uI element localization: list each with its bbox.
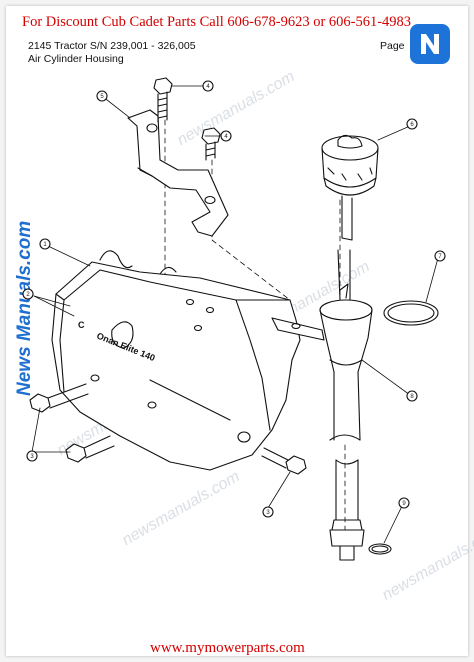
n-letter-logo-icon [410,24,450,64]
bolt-icon [153,77,173,123]
callout-number: 1 [43,242,47,248]
callout-2 [22,288,34,300]
callout-number: 5 [100,94,104,100]
callout-number: 2 [26,292,30,298]
o-ring-large [383,300,439,326]
callout-leaders [31,85,439,544]
callout-number: 4 [224,134,228,140]
callout-4 [220,130,232,142]
callout-number: 9 [402,501,406,507]
callout-number: 3 [266,510,270,516]
callout-number: 6 [410,122,414,128]
bolt-icon [65,435,115,463]
bolt-icon [261,447,307,475]
callout-3 [26,450,38,462]
mounting-bracket [127,109,229,237]
callout-number: 4 [206,84,210,90]
section-title: Air Cylinder Housing [28,53,124,65]
callout-markers [22,80,446,518]
bolt-icon [201,127,221,161]
dipstick-tube [271,249,373,561]
callout-8 [406,390,418,402]
footer-url: www.mymowerparts.com [150,640,305,656]
air-cylinder-housing [51,250,301,471]
o-ring-small-inner [371,545,389,553]
callout-6 [406,118,418,130]
callout-5 [96,90,108,102]
callout-number: 3 [30,454,34,460]
page-label: Page [380,40,405,52]
callout-7 [434,250,446,262]
bolt-icon [29,383,89,413]
callout-1 [39,238,51,250]
o-ring-large-inner [387,303,435,323]
cummins-c-logo-icon: C [78,320,85,330]
callout-9 [398,497,410,509]
model-title: 2145 Tractor S/N 239,001 - 326,005 [28,40,196,52]
callout-number: 7 [438,254,442,260]
dipstick-cap [321,134,379,241]
o-ring-small [368,543,392,555]
callout-4 [202,80,214,92]
callout-3 [262,506,274,518]
discount-banner: For Discount Cub Cadet Parts Call 606-67… [22,14,412,30]
callout-number: 8 [410,394,414,400]
